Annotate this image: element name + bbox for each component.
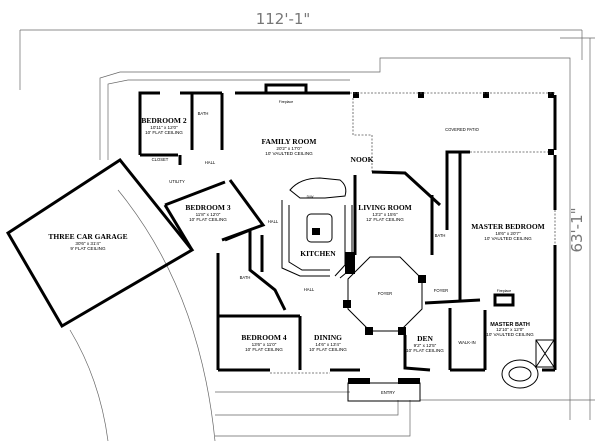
label-kitchen: KITCHEN: [300, 249, 336, 258]
svg-text:LIVING ROOM: LIVING ROOM: [358, 203, 412, 212]
svg-text:20'2" x 17'0": 20'2" x 17'0": [276, 146, 302, 151]
svg-text:13'6" x 11'0": 13'6" x 11'0": [252, 342, 277, 347]
label-bath-3: BATH: [435, 233, 446, 238]
width-dimension: 112'-1": [256, 10, 311, 28]
label-hall-2: HALL: [268, 219, 279, 224]
label-bath-2: BATH: [240, 275, 251, 280]
room-garage: THREE CAR GARAGE 30'6" x 31'4" 9' FLAT C…: [48, 232, 127, 251]
svg-text:DINING: DINING: [314, 333, 342, 342]
label-walk-in: WALK-IN: [458, 340, 475, 345]
label-covered-patio: COVERED PATIO: [445, 127, 480, 132]
label-utility: UTILITY: [169, 179, 185, 184]
svg-text:10' FLAT CEILING: 10' FLAT CEILING: [145, 130, 183, 135]
svg-text:14'6" x 13'4": 14'6" x 13'4": [315, 342, 341, 347]
label-fireplace-1: Fireplace: [279, 100, 293, 104]
room-living-room: LIVING ROOM 13'2" x 15'6" 12' FLAT CEILI…: [358, 203, 412, 222]
depth-dimension: 63'-1": [568, 207, 586, 252]
svg-text:BEDROOM 2: BEDROOM 2: [141, 116, 186, 125]
room-den: DEN 9'2" x 12'5" 10' FLAT CEILING: [406, 334, 444, 353]
svg-text:BEDROOM 4: BEDROOM 4: [241, 333, 286, 342]
room-bedroom-4: BEDROOM 4 13'6" x 11'0" 10' FLAT CEILING: [241, 333, 286, 352]
label-foyer: FOYER: [378, 291, 392, 296]
label-dw: D/W: [307, 195, 315, 199]
label-bath-1: BATH: [198, 111, 209, 116]
svg-text:10'11" x 12'0": 10'11" x 12'0": [150, 125, 178, 130]
svg-text:10' FLAT CEILING: 10' FLAT CEILING: [309, 347, 347, 352]
svg-text:9' FLAT CEILING: 9' FLAT CEILING: [70, 246, 106, 251]
svg-text:FAMILY ROOM: FAMILY ROOM: [262, 137, 317, 146]
svg-text:MASTER BATH: MASTER BATH: [490, 322, 530, 328]
room-master-bedroom: MASTER BEDROOM 18'6" x 20'7" 10' VAULTED…: [471, 222, 545, 241]
svg-text:12'10" x 12'0": 12'10" x 12'0": [496, 327, 524, 332]
label-hall-3: HALL: [304, 287, 315, 292]
svg-text:18'6" x 20'7": 18'6" x 20'7": [495, 231, 521, 236]
svg-text:11'8" x 12'0": 11'8" x 12'0": [196, 212, 221, 217]
label-nook: NOOK: [351, 155, 374, 164]
svg-text:THREE CAR GARAGE: THREE CAR GARAGE: [48, 232, 127, 241]
svg-text:BEDROOM 3: BEDROOM 3: [185, 203, 230, 212]
room-labels: BEDROOM 2 10'11" x 12'0" 10' FLAT CEILIN…: [48, 100, 544, 395]
svg-text:30'6" x 31'4": 30'6" x 31'4": [75, 241, 101, 246]
svg-text:10' VAULTED CEILING: 10' VAULTED CEILING: [265, 151, 313, 156]
room-bedroom-2: BEDROOM 2 10'11" x 12'0" 10' FLAT CEILIN…: [141, 116, 186, 135]
svg-text:9'2" x 12'5": 9'2" x 12'5": [414, 343, 437, 348]
dimension-lines: 112'-1" 63'-1": [19, 10, 595, 420]
room-family-room: FAMILY ROOM 20'2" x 17'0" 10' VAULTED CE…: [262, 137, 317, 156]
label-fireplace-2: Fireplace: [497, 289, 511, 293]
svg-text:10' VAULTED CEILING: 10' VAULTED CEILING: [484, 236, 532, 241]
label-closet: CLOSET: [152, 157, 169, 162]
label-hall-1: HALL: [205, 160, 216, 165]
roof-outline: [69, 57, 571, 441]
walls: [5, 83, 557, 402]
svg-text:12' FLAT CEILING: 12' FLAT CEILING: [366, 217, 404, 222]
svg-text:DEN: DEN: [417, 334, 433, 343]
svg-text:10' VAULTED CEILING: 10' VAULTED CEILING: [486, 332, 534, 337]
svg-text:MASTER BEDROOM: MASTER BEDROOM: [471, 222, 545, 231]
svg-text:10' FLAT CEILING: 10' FLAT CEILING: [189, 217, 227, 222]
svg-text:10' FLAT CEILING: 10' FLAT CEILING: [245, 347, 283, 352]
room-master-bath: MASTER BATH 12'10" x 12'0" 10' VAULTED C…: [486, 322, 534, 337]
room-bedroom-3: BEDROOM 3 11'8" x 12'0" 10' FLAT CEILING: [185, 203, 230, 222]
label-foyer-2: FOYER: [434, 288, 448, 293]
svg-text:13'2" x 15'6": 13'2" x 15'6": [372, 212, 398, 217]
svg-text:10' FLAT CEILING: 10' FLAT CEILING: [406, 348, 444, 353]
label-entry: ENTRY: [381, 390, 395, 395]
room-dining: DINING 14'6" x 13'4" 10' FLAT CEILING: [309, 333, 347, 352]
